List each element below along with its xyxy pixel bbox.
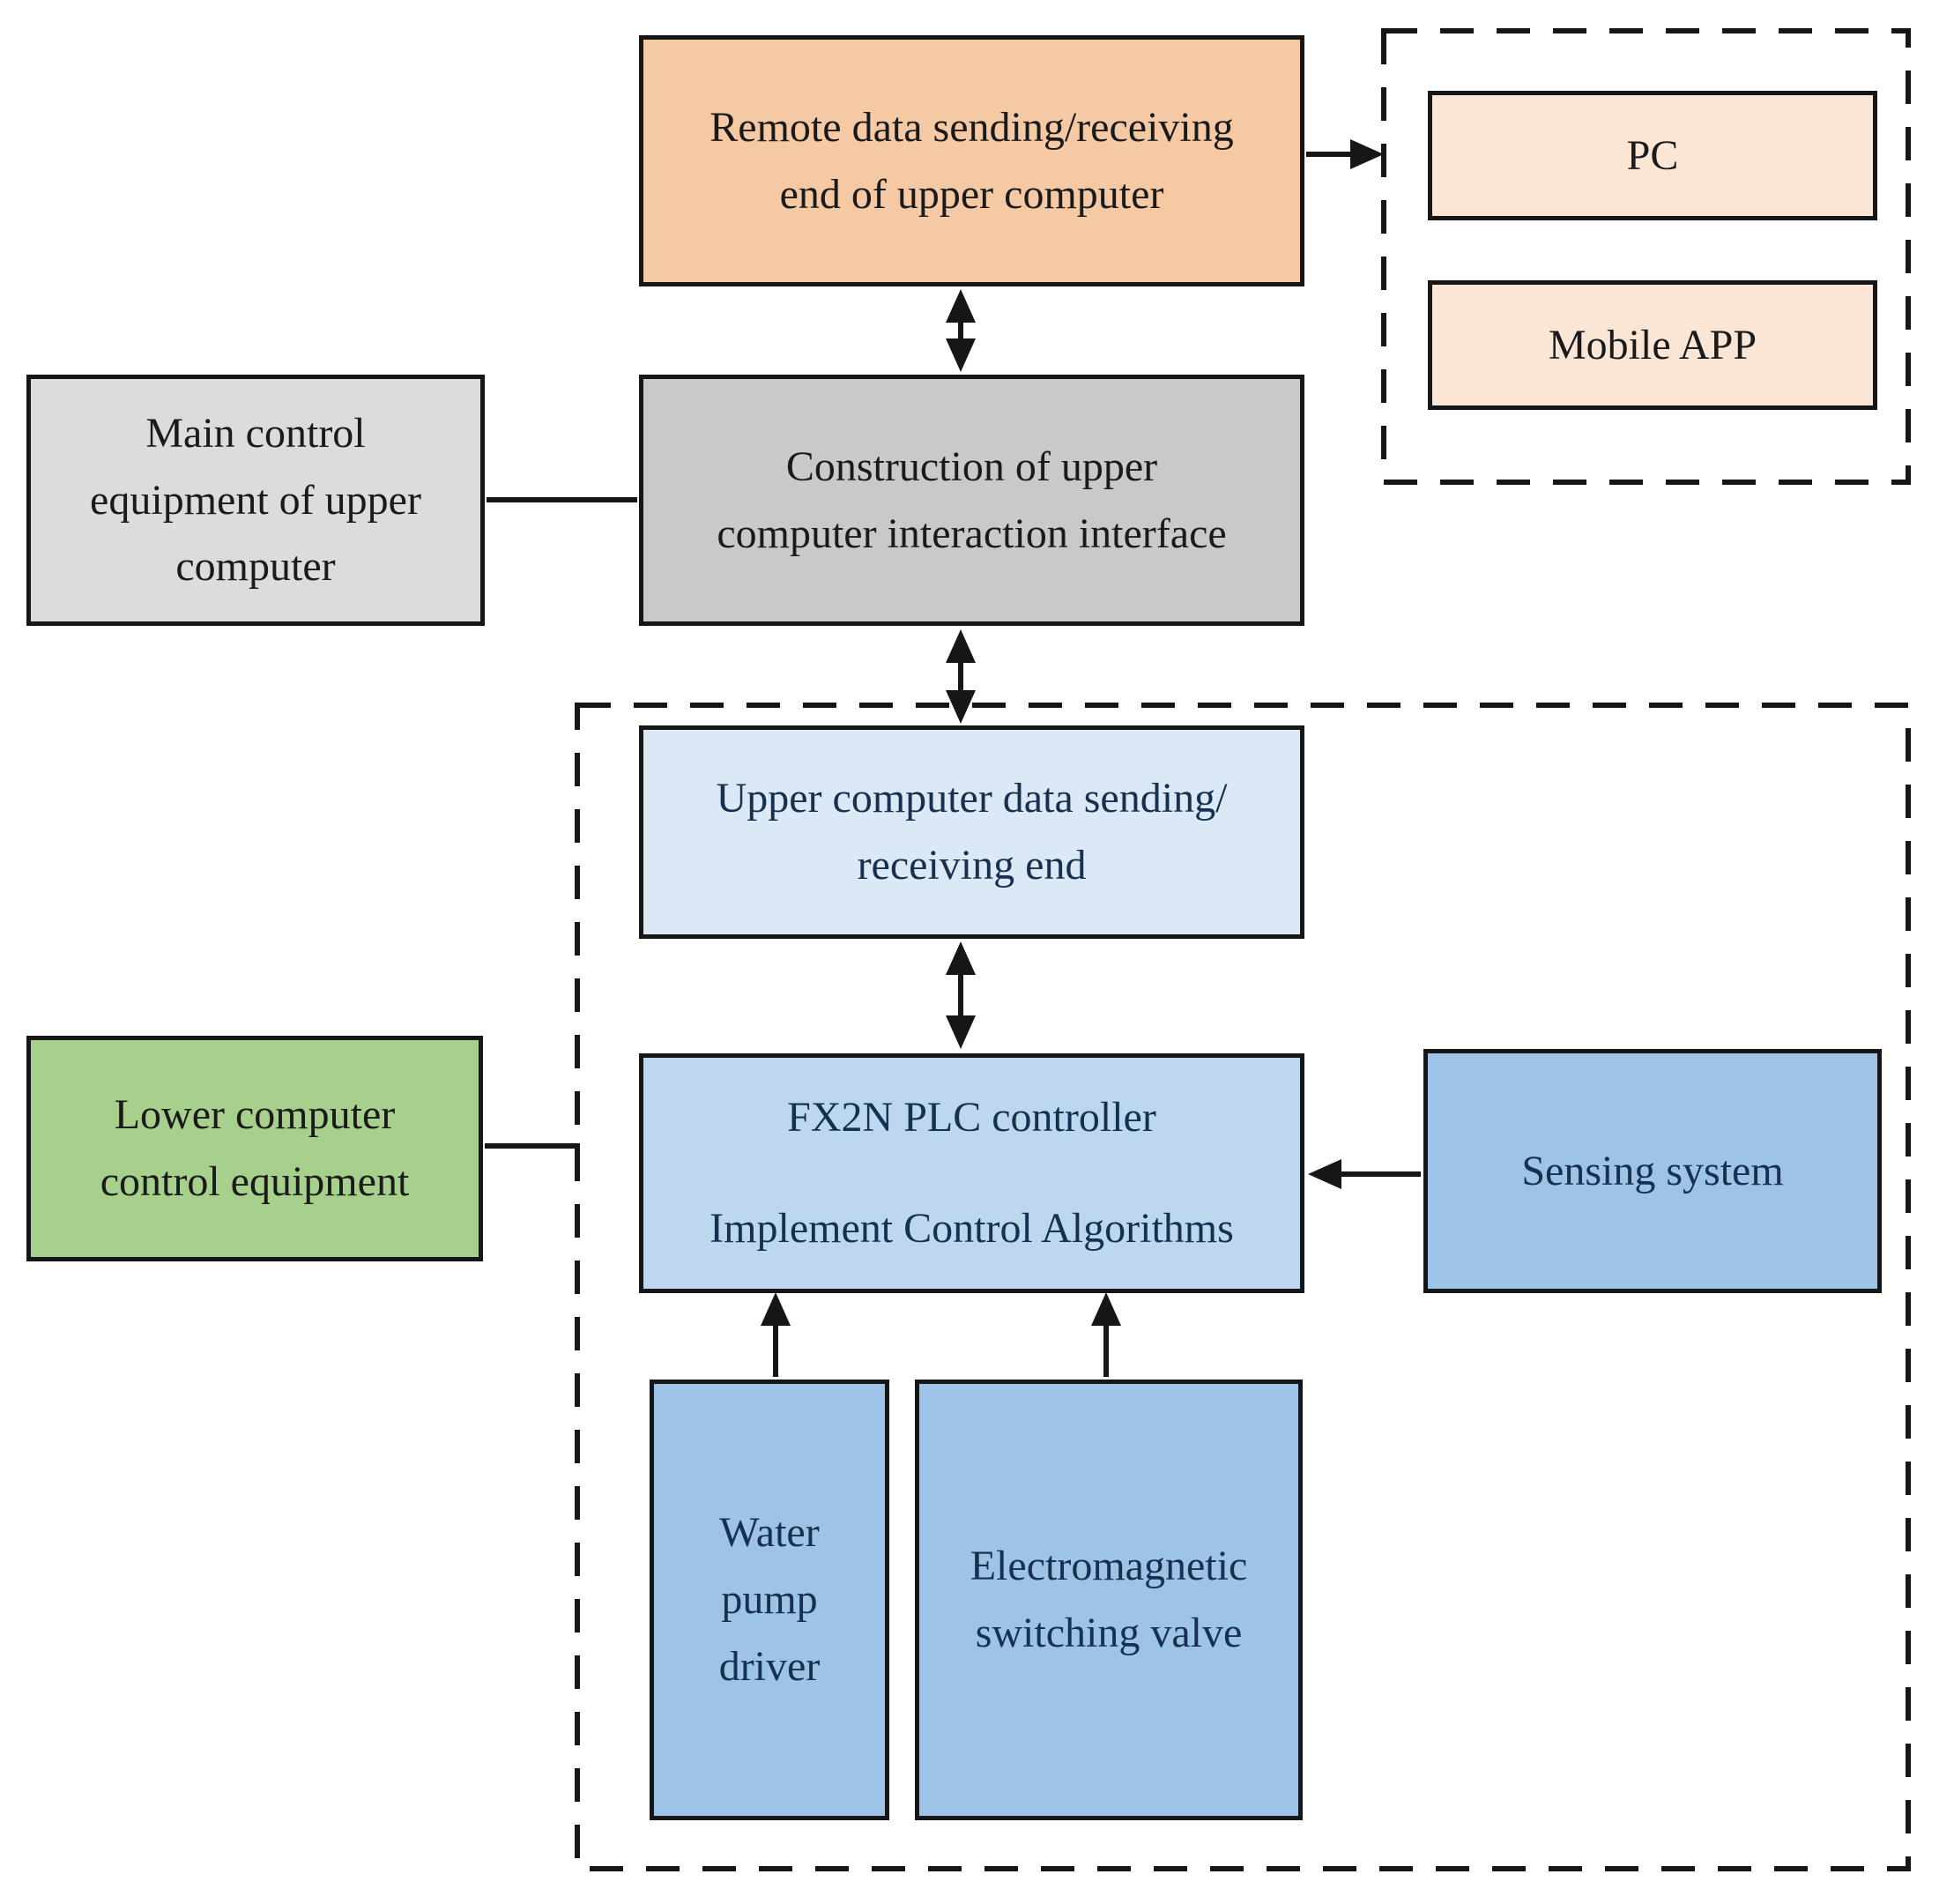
- node-main-control-label-line2: equipment of upper: [90, 476, 421, 524]
- arrow-remote-to-terminals: [1306, 139, 1384, 169]
- node-pc-label: PC: [1626, 131, 1679, 179]
- arrow-sensing-to-fx2n: [1308, 1159, 1421, 1189]
- arrow-water-pump-to-fx2n: [761, 1292, 791, 1377]
- node-electro-valve-label-line2: switching valve: [975, 1610, 1243, 1656]
- node-main-control-label-line1: Main control: [145, 409, 366, 457]
- node-water-pump-label-line1: Water: [719, 1509, 820, 1557]
- arrow-construction-upper-data: [946, 629, 976, 724]
- node-electromagnetic-valve: Electromagnetic switching valve: [915, 1380, 1303, 1820]
- node-fx2n-label-line2: Implement Control Algorithms: [710, 1205, 1234, 1253]
- node-electro-valve-label-line1: Electromagnetic: [970, 1543, 1248, 1590]
- node-water-pump-driver: Water pump driver: [650, 1380, 889, 1820]
- node-fx2n-plc: FX2N PLC controller Implement Control Al…: [639, 1053, 1304, 1293]
- node-lower-computer-label-line2: control equipment: [100, 1158, 410, 1205]
- arrow-remote-construction: [946, 289, 976, 372]
- node-remote-label-line1: Remote data sending/receiving: [710, 103, 1234, 151]
- node-upper-data-end: Upper computer data sending/ receiving e…: [639, 725, 1304, 939]
- node-construction-interface: Construction of upper computer interacti…: [639, 375, 1304, 626]
- node-sensing-label: Sensing system: [1521, 1147, 1784, 1194]
- node-remote-label-line2: end of upper computer: [779, 170, 1164, 218]
- node-fx2n-label-line1: FX2N PLC controller: [787, 1094, 1156, 1141]
- node-main-control: Main control equipment of upper computer: [26, 375, 485, 626]
- node-lower-computer-label-line1: Lower computer: [114, 1091, 396, 1139]
- node-sensing-system: Sensing system: [1423, 1049, 1882, 1293]
- node-main-control-label-line3: computer: [175, 543, 336, 591]
- node-water-pump-label-line2: pump: [721, 1576, 818, 1624]
- node-water-pump-label-line3: driver: [718, 1642, 821, 1690]
- node-pc: PC: [1428, 91, 1877, 220]
- node-mobile-app: Mobile APP: [1428, 280, 1877, 410]
- node-remote-data-end: Remote data sending/receiving end of upp…: [639, 35, 1304, 286]
- node-lower-computer: Lower computer control equipment: [26, 1036, 483, 1261]
- node-upper-data-label-line2: receiving end: [857, 842, 1087, 889]
- group-remote-terminals-border: [1381, 28, 1911, 485]
- group-lower-computer-system-border: [575, 703, 1911, 1871]
- node-mobile-app-label: Mobile APP: [1548, 321, 1757, 368]
- node-construction-label-line2: computer interaction interface: [717, 509, 1227, 557]
- arrow-upper-data-fx2n: [946, 941, 976, 1049]
- node-upper-data-label-line1: Upper computer data sending/: [716, 775, 1228, 822]
- arrow-electro-valve-to-fx2n: [1091, 1292, 1121, 1377]
- node-construction-label-line1: Construction of upper: [785, 443, 1158, 490]
